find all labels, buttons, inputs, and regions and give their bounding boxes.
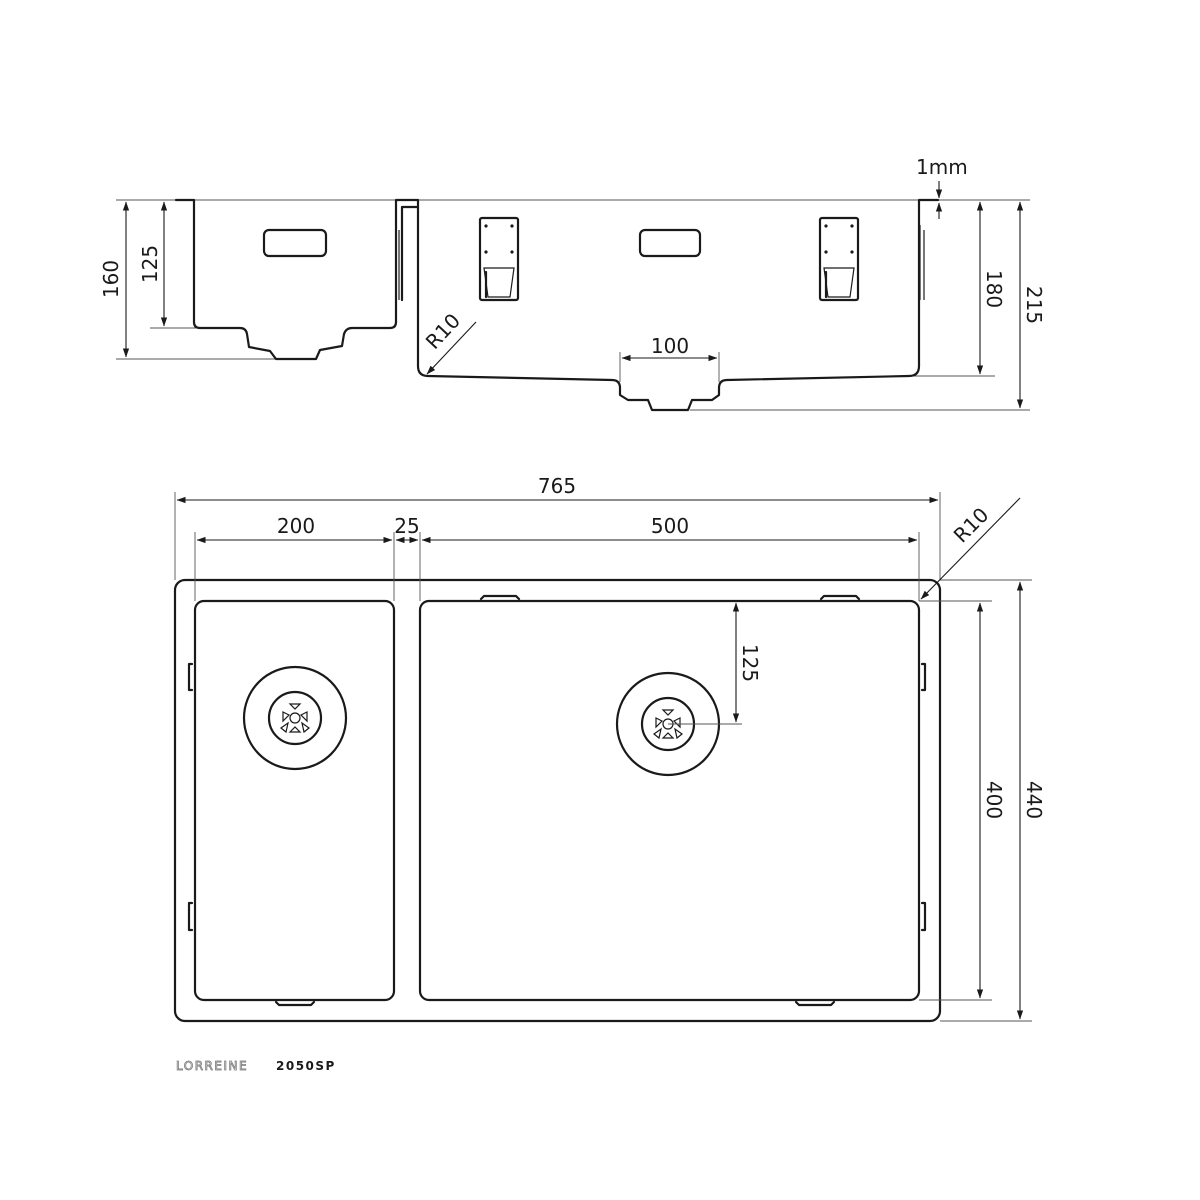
small-bowl-profile bbox=[174, 198, 420, 361]
dimension-label-180: 180 bbox=[982, 270, 1006, 308]
dimension-label-25: 25 bbox=[394, 514, 419, 538]
mounting-bracket-left bbox=[478, 216, 520, 302]
radius-label-side: R10 bbox=[421, 309, 465, 354]
sink-outer-rim bbox=[173, 578, 942, 1023]
brand-name: LORREINE bbox=[176, 1059, 248, 1073]
side-clips bbox=[187, 594, 927, 1007]
dimension-label-440: 440 bbox=[1022, 781, 1046, 819]
top-view: 765 200 25 500 R10 125 400 440 bbox=[173, 474, 1046, 1023]
model-name: 2050SP bbox=[276, 1059, 336, 1073]
dimension-label-160: 160 bbox=[99, 260, 123, 298]
dimension-label-125: 125 bbox=[138, 245, 162, 283]
dimension-label-100: 100 bbox=[651, 334, 689, 358]
drain-small bbox=[242, 665, 348, 771]
overflow-slot-large bbox=[638, 228, 702, 258]
large-bowl bbox=[418, 599, 921, 1002]
mounting-bracket-right bbox=[818, 216, 860, 302]
dimension-label-1mm: 1mm bbox=[916, 155, 968, 179]
small-bowl bbox=[193, 599, 396, 1002]
overflow-slot-small bbox=[262, 228, 328, 258]
large-bowl-profile bbox=[416, 198, 940, 412]
radius-leader-side bbox=[426, 321, 477, 375]
radius-leader-top bbox=[920, 497, 1021, 600]
dimension-label-215: 215 bbox=[1022, 286, 1046, 324]
radius-label-top: R10 bbox=[949, 503, 994, 548]
dimension-label-500: 500 bbox=[651, 514, 689, 538]
product-label: LORREINE 2050SP bbox=[176, 1059, 336, 1074]
dimension-label-765: 765 bbox=[538, 474, 576, 498]
dimension-label-400: 400 bbox=[982, 781, 1006, 819]
dimension-label-200: 200 bbox=[277, 514, 315, 538]
dimension-label-125-top: 125 bbox=[738, 644, 762, 682]
side-view: 160 125 180 215 1mm 100 R10 bbox=[99, 155, 1046, 412]
